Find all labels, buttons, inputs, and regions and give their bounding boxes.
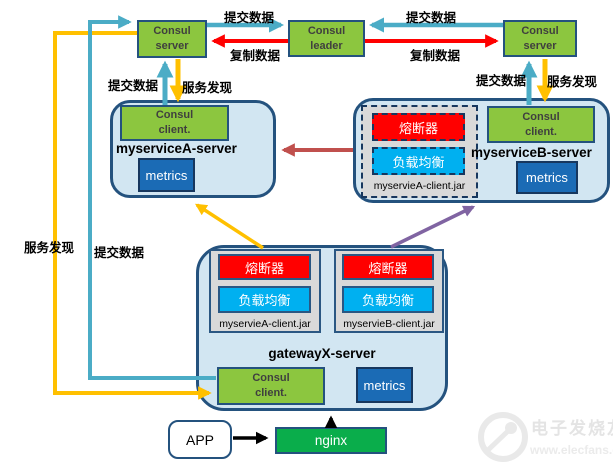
gateway-consul-client: Consul client.	[217, 367, 325, 405]
edge-label-submit-gateway: 提交数据	[94, 246, 145, 260]
gateway-jarB-circuit-breaker: 熔断器	[342, 254, 434, 280]
gateway-jarB-caption: myservieB-client.jar	[343, 318, 435, 330]
edge-gateway-to-serviceA	[195, 203, 264, 250]
watermark-url: www.elecfans.com	[530, 443, 613, 457]
watermark-brand: 电子发烧友	[531, 419, 613, 438]
gateway-jarA-caption: myservieA-client.jar	[219, 318, 311, 330]
edge-label-submit-right: 提交数据	[406, 11, 457, 25]
nginx-node: nginx	[275, 427, 387, 454]
edge-label-replicate-right: 复制数据	[410, 49, 461, 63]
edge-gateway-to-serviceB	[390, 205, 476, 249]
consul-server-right-node: Consul server	[503, 20, 577, 57]
myserviceB-circuit-breaker: 熔断器	[372, 113, 465, 141]
myserviceB-consul-client: Consul client.	[487, 106, 595, 143]
edge-label-submit-serviceB: 提交数据	[476, 74, 527, 88]
myserviceA-consul-client: Consul client.	[120, 105, 229, 141]
myserviceB-load-balancer: 负载均衡	[372, 147, 465, 175]
consul-server-left-node: Consul server	[137, 20, 207, 58]
edge-label-discover-gateway: 服务发现	[24, 241, 75, 255]
edge-label-submit-left: 提交数据	[224, 11, 275, 25]
edge-label-submit-serviceA: 提交数据	[108, 79, 159, 93]
gateway-jarA-circuit-breaker: 熔断器	[218, 254, 311, 280]
myserviceA-title: myserviceA-server	[116, 141, 237, 156]
myserviceB-jar-caption: myservieA-client.jar	[373, 180, 466, 192]
edge-label-discover-serviceB: 服务发现	[547, 75, 598, 89]
consul-leader-node: Consul leader	[288, 20, 365, 57]
myserviceB-metrics: metrics	[516, 161, 578, 194]
elecfans-logo-icon	[478, 412, 528, 462]
myserviceB-title: myserviceB-server	[471, 145, 592, 160]
edge-label-discover-serviceA: 服务发现	[182, 81, 233, 95]
gateway-jarA-load-balancer: 负载均衡	[218, 286, 311, 313]
gateway-metrics: metrics	[356, 367, 413, 403]
gateway-jarB-load-balancer: 负载均衡	[342, 286, 434, 313]
app-node: APP	[168, 420, 232, 459]
myserviceA-metrics: metrics	[138, 158, 195, 192]
gateway-title: gatewayX-server	[268, 346, 376, 361]
edge-label-replicate-left: 复制数据	[230, 49, 281, 63]
